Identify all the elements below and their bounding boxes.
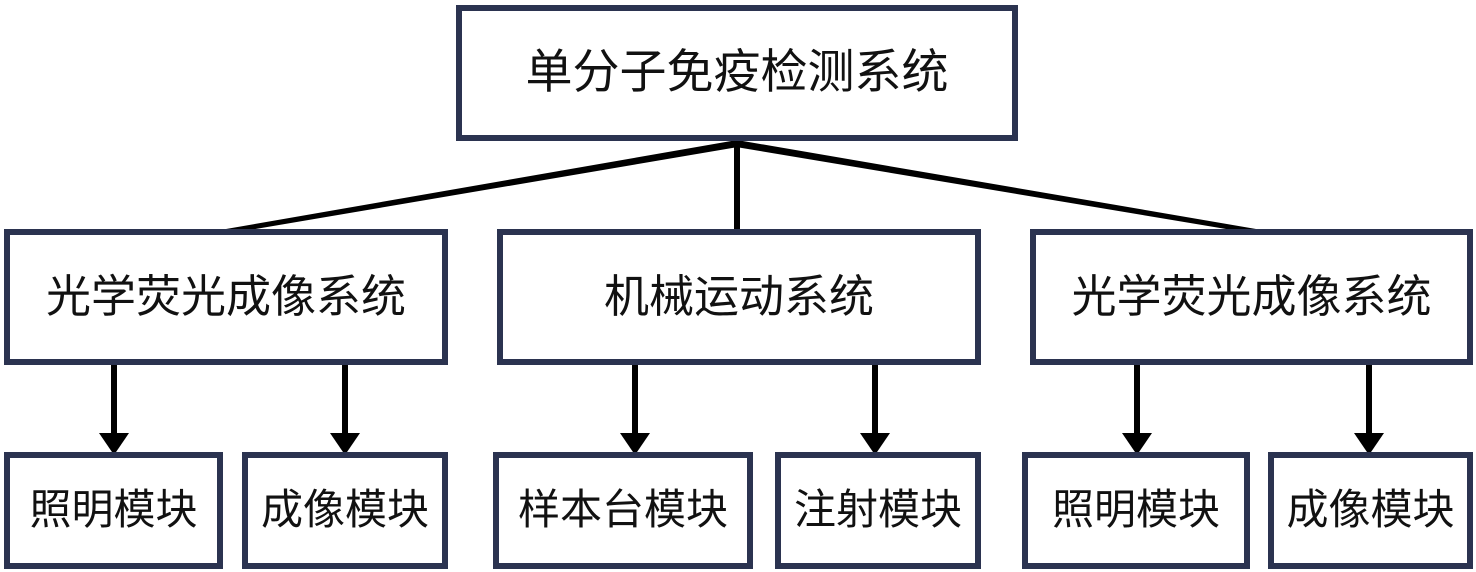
edge-root-to-optical-right bbox=[736, 140, 1256, 234]
node-label: 照明模块 bbox=[1051, 485, 1220, 535]
node-label: 成像模块 bbox=[260, 485, 429, 535]
arrow-optical-right-to-imaging bbox=[1354, 365, 1384, 455]
node-imaging-module-left[interactable]: 成像模块 bbox=[242, 452, 448, 569]
arrow-optical-right-to-illumination bbox=[1122, 365, 1152, 455]
arrow-mechanical-to-sample-stage bbox=[620, 365, 650, 455]
arrow-optical-left-to-illumination bbox=[99, 365, 129, 455]
node-label: 机械运动系统 bbox=[603, 270, 874, 324]
node-optical-imaging-system-right[interactable]: 光学荧光成像系统 bbox=[1030, 229, 1473, 365]
node-label: 成像模块 bbox=[1286, 485, 1455, 535]
node-label: 样本台模块 bbox=[517, 485, 728, 535]
node-injection-module[interactable]: 注射模块 bbox=[775, 452, 981, 569]
node-label: 注射模块 bbox=[793, 485, 962, 535]
node-sample-stage-module[interactable]: 样本台模块 bbox=[493, 452, 753, 569]
node-label: 照明模块 bbox=[29, 485, 198, 535]
arrow-optical-left-to-imaging bbox=[330, 365, 360, 455]
arrow-mechanical-to-injection bbox=[860, 365, 890, 455]
node-mechanical-motion-system[interactable]: 机械运动系统 bbox=[497, 229, 981, 365]
node-label: 光学荧光成像系统 bbox=[45, 270, 406, 324]
node-root-system[interactable]: 单分子免疫检测系统 bbox=[456, 5, 1018, 141]
node-optical-imaging-system-left[interactable]: 光学荧光成像系统 bbox=[4, 229, 448, 365]
node-illumination-module-left[interactable]: 照明模块 bbox=[4, 452, 223, 569]
edge-root-to-optical-left bbox=[226, 140, 738, 234]
node-imaging-module-right[interactable]: 成像模块 bbox=[1268, 452, 1473, 569]
node-illumination-module-right[interactable]: 照明模块 bbox=[1022, 452, 1250, 569]
edge-root-to-mechanical bbox=[734, 140, 740, 230]
node-root-label: 单分子免疫检测系统 bbox=[525, 45, 949, 101]
node-label: 光学荧光成像系统 bbox=[1071, 270, 1432, 324]
